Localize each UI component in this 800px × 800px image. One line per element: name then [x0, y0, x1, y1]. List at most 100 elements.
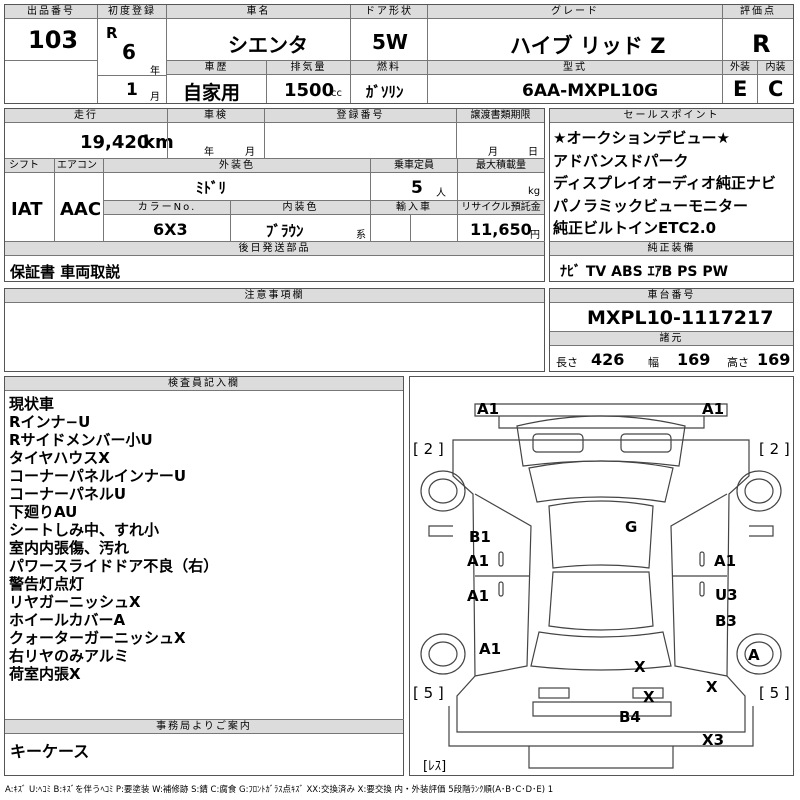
equipment-label: 純正装備	[550, 242, 793, 256]
model-label: 型式	[428, 61, 722, 75]
inspector-note: 現状車	[9, 395, 55, 413]
inspector-note: シートしみ中、すれ小	[9, 521, 160, 539]
sales-point: 純正ビルトインETC2.0	[553, 219, 717, 237]
max-load-unit: kg	[528, 186, 541, 197]
office-notice: キーケース	[10, 742, 90, 761]
mark-b4: B4	[619, 708, 641, 726]
inspector-note: ホイールカバーA	[9, 611, 126, 629]
capacity: 5	[411, 178, 423, 198]
inspector-note: 荷室内張X	[9, 665, 81, 683]
width-label: 幅	[648, 356, 659, 369]
mark-a1-top-left: A1	[477, 400, 499, 418]
lot-number: 103	[28, 26, 79, 54]
chassis-number: MXPL10-1117217	[587, 307, 774, 329]
mark-x-right: X	[706, 678, 718, 696]
mark-2-right: [ 2 ]	[759, 440, 790, 458]
mark-5-right: [ 5 ]	[759, 684, 790, 702]
grade: ハイブ リッド Z	[510, 34, 666, 58]
interior-score: C	[768, 77, 784, 101]
exterior-score-label: 外装	[723, 61, 757, 75]
fuel: ｶﾞｿﾘﾝ	[366, 83, 404, 101]
sales-point: アドバンスドパーク	[553, 151, 689, 170]
lot-number-label: 出品番号	[5, 5, 97, 19]
recycle-fee-label: リサイクル預託金	[458, 201, 544, 215]
inspector-note: 右リヤのみアルミ	[9, 647, 129, 665]
interior-score-label: 内装	[758, 61, 793, 75]
mark-2-left: [ 2 ]	[413, 440, 444, 458]
inspection-year-unit: 年	[204, 147, 214, 158]
era: R	[106, 24, 118, 42]
model-code: 6AA-MXPL10G	[522, 81, 659, 101]
sales-points-label: セールスポイント	[550, 109, 793, 123]
capacity-label: 乗車定員	[371, 159, 457, 173]
inspector-section	[4, 376, 404, 776]
length-label: 長さ	[556, 356, 578, 369]
color-number-label: カラーNo.	[104, 201, 230, 215]
inspector-note: パワースライドドア不良（右）	[9, 557, 219, 575]
dimensions-label: 諸元	[550, 331, 793, 346]
exterior-score: E	[733, 77, 748, 101]
mark-5-left: [ 5 ]	[413, 684, 444, 702]
equipment: ﾅﾋﾞ TV ABS ｴｱB PS PW	[560, 264, 729, 280]
reg-year-unit: 年	[150, 66, 160, 77]
reg-month-unit: 月	[150, 92, 160, 103]
fuel-label: 燃料	[351, 61, 427, 75]
mark-a-right: A	[748, 646, 760, 664]
mark-u3: U3	[715, 586, 738, 604]
sales-point: パノラミックビューモニター	[553, 196, 749, 215]
damage-diagram	[409, 376, 794, 776]
grade-label: グレード	[428, 5, 722, 19]
transfer-deadline-label: 譲渡書類期限	[457, 109, 544, 123]
interior-color: ﾌﾞﾗｳﾝ	[266, 222, 304, 240]
mark-a1-top-right: A1	[702, 400, 724, 418]
displacement: 1500	[284, 80, 335, 101]
damage-legend: A:ｷｽﾞ U:ﾍｺﾐ B:ｷｽﾞを伴うﾍｺﾐ P:要塗装 W:補修跡 S:錆 …	[5, 785, 554, 795]
recycle-fee-unit: 円	[530, 230, 540, 241]
inspector-note: コーナーパネルインナーU	[9, 467, 187, 485]
exterior-color-label: 外装色	[104, 159, 370, 173]
sales-point: ★オークションデビュー★	[553, 129, 730, 147]
mark-a1-left-2: A1	[467, 587, 489, 605]
reg-year: 6	[122, 40, 136, 64]
mark-x3: X3	[702, 731, 724, 749]
shift: IAT	[11, 199, 43, 220]
chassis-number-label: 車台番号	[550, 289, 793, 303]
later-parts-label: 後日発送部品	[5, 242, 544, 256]
inspector-note: Rインナ−U	[9, 413, 91, 431]
mileage-label: 走行	[5, 109, 167, 123]
width: 169	[677, 350, 711, 369]
displacement-label: 排気量	[267, 61, 350, 75]
history-label: 車歴	[167, 61, 266, 75]
mark-b1: B1	[469, 528, 491, 546]
mark-x-center: X	[634, 658, 646, 676]
interior-color-suffix: 系	[356, 230, 366, 241]
inspector-note: Rサイドメンバー小U	[9, 431, 153, 449]
mark-res: [ﾚｽ]	[423, 759, 446, 774]
inspector-note: 室内内張傷、汚れ	[9, 539, 130, 557]
aircon-label: エアコン	[55, 159, 103, 173]
exterior-color: ﾐﾄﾞﾘ	[196, 179, 227, 197]
inspector-note: 下廻りAU	[9, 503, 78, 521]
caution-label: 注意事項欄	[5, 289, 544, 303]
import-label: 輸入車	[371, 201, 457, 215]
height-label: 高さ	[727, 356, 749, 369]
door-label: ドア形状	[351, 5, 427, 19]
reg-month: 1	[126, 80, 138, 100]
mark-a1-mid-left: A1	[467, 552, 489, 570]
mileage-unit: km	[143, 132, 174, 153]
max-load-label: 最大積載量	[458, 159, 544, 173]
header-section	[4, 4, 794, 104]
inspection-label: 車検	[168, 109, 264, 123]
displacement-unit: cc	[331, 88, 342, 99]
aircon: AAC	[60, 199, 102, 220]
inspector-note: 警告灯点灯	[9, 575, 85, 593]
length: 426	[591, 350, 625, 369]
car-name: シエンタ	[228, 33, 308, 57]
later-parts: 保証書 車両取説	[10, 263, 121, 281]
interior-color-label: 内装色	[231, 201, 370, 215]
recycle-fee: 11,650	[470, 220, 532, 239]
door-type: 5W	[372, 30, 408, 54]
inspection-month-unit: 月	[245, 147, 255, 158]
mark-a1-mid-right: A1	[714, 552, 736, 570]
mark-g: G	[625, 518, 637, 536]
